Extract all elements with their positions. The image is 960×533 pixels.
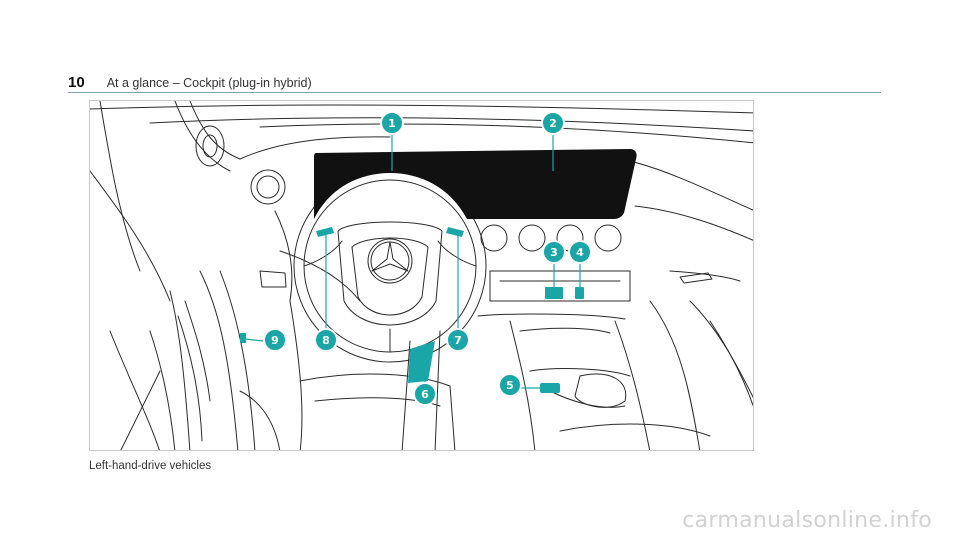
left-steering-control-highlight: [316, 227, 334, 237]
callout-8-label: 8: [322, 334, 330, 347]
console-button-highlight: [540, 383, 560, 393]
right-steering-control-highlight: [446, 227, 464, 237]
display-panel: [314, 149, 637, 219]
callout-8: 8: [314, 328, 338, 352]
callout-7-label: 7: [454, 334, 462, 347]
highlighted-controls: [240, 227, 584, 393]
callout-6: 6: [413, 382, 437, 406]
callout-leader-lines: [244, 134, 581, 389]
callout-4: 4: [568, 240, 592, 264]
callout-2: 2: [541, 111, 565, 135]
callout-3-label: 3: [550, 246, 558, 259]
switch-highlight: [575, 287, 584, 299]
header-divider: [68, 92, 881, 93]
callout-5: 5: [498, 373, 522, 397]
cockpit-drawing: 1 2 3 4 5 6 7: [90, 101, 753, 450]
callout-1: 1: [380, 111, 404, 135]
hazard-button-highlight: [545, 287, 563, 299]
watermark: carmanualsonline.info: [682, 508, 932, 533]
callout-5-label: 5: [506, 379, 514, 392]
cockpit-illustration: 1 2 3 4 5 6 7: [89, 100, 754, 451]
figure-caption: Left-hand-drive vehicles: [89, 460, 212, 472]
door-control-highlight: [240, 333, 246, 343]
callout-9: 9: [263, 328, 287, 352]
callout-9-label: 9: [271, 334, 279, 347]
callout-badges: 1 2 3 4 5 6 7: [263, 111, 592, 406]
callout-2-label: 2: [549, 117, 557, 130]
cockpit-line-art: [90, 101, 753, 450]
callout-7: 7: [446, 328, 470, 352]
pedal-area-highlight: [408, 341, 435, 383]
callout-4-label: 4: [576, 246, 584, 259]
callout-3: 3: [542, 240, 566, 264]
page-header: 10 At a glance – Cockpit (plug-in hybrid…: [68, 74, 312, 91]
page-title: At a glance – Cockpit (plug-in hybrid): [106, 76, 312, 90]
page-number: 10: [68, 74, 85, 91]
callout-6-label: 6: [421, 388, 429, 401]
callout-1-label: 1: [388, 117, 396, 130]
